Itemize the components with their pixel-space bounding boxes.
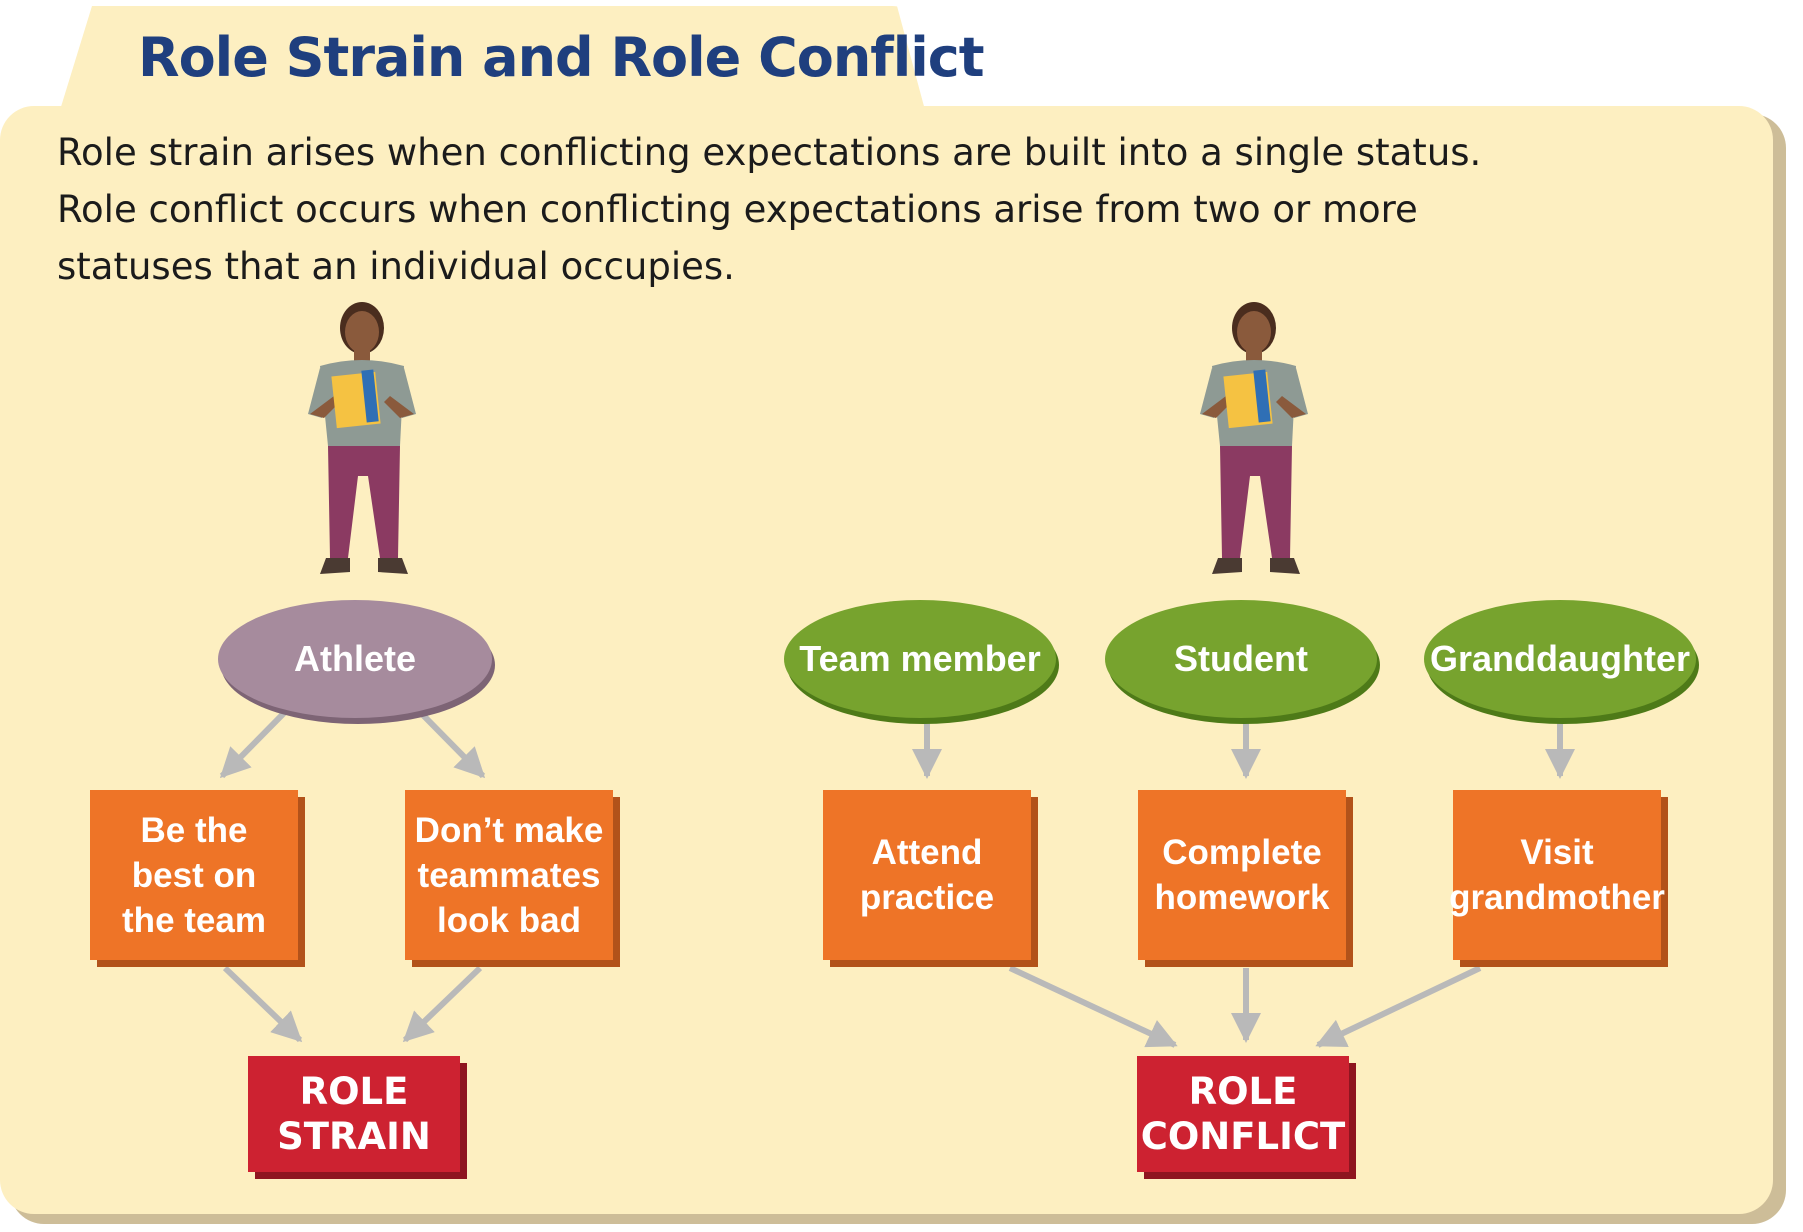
expectation-teammates: Don’t make teammates look bad: [405, 790, 613, 960]
intro-line-2: Role conflict occurs when conflicting ex…: [57, 188, 1418, 231]
student-figure-right: [1200, 302, 1308, 574]
arrow-athlete-to-expectation-1: [219, 709, 288, 779]
status-student: Student: [1105, 600, 1377, 718]
arrow-practice-to-role-conflict: [1008, 965, 1178, 1048]
student-figure-left: [308, 302, 416, 574]
arrow-expectation-2-to-role-strain: [402, 965, 483, 1043]
status-team-member: Team member: [784, 600, 1056, 718]
expectation-attend-practice: Attend practice: [823, 790, 1031, 960]
result-role-strain: ROLE STRAIN: [248, 1056, 460, 1172]
arrow-visit-to-role-conflict: [1315, 965, 1482, 1048]
expectation-visit-grandmother: Visit grandmother: [1449, 790, 1665, 960]
arrow-athlete-to-expectation-2: [417, 709, 486, 779]
intro-line-1: Role strain arises when conflicting expe…: [57, 131, 1482, 174]
result-role-conflict: ROLE CONFLICT: [1137, 1056, 1349, 1172]
expectation-complete-homework: Complete homework: [1138, 790, 1346, 960]
arrow-expectation-1-to-role-strain: [222, 965, 303, 1043]
intro-text: Role strain arises when conflicting expe…: [57, 124, 1557, 295]
expectation-best-on-team: Be the best on the team: [90, 790, 298, 960]
diagram-title: Role Strain and Role Conflict: [138, 26, 985, 89]
intro-line-3: statuses that an individual occupies.: [57, 245, 735, 288]
status-granddaughter: Granddaughter: [1424, 600, 1696, 718]
status-athlete: Athlete: [218, 600, 492, 718]
